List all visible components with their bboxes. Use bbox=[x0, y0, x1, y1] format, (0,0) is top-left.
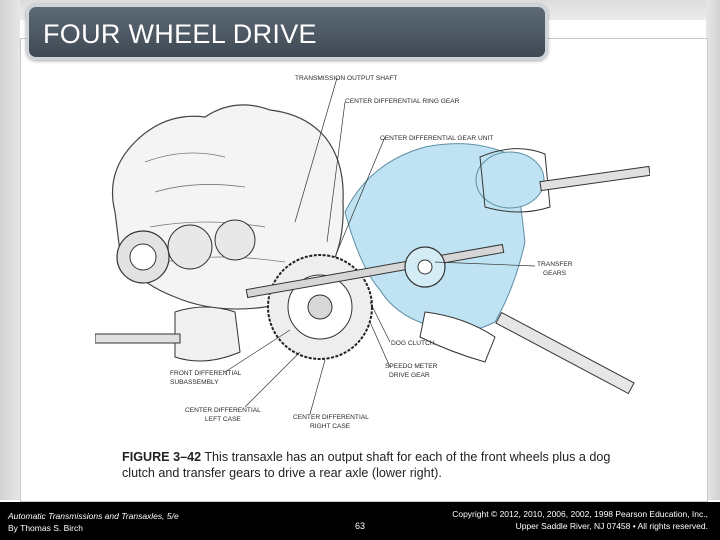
label-gears: GEARS bbox=[543, 270, 567, 277]
callout-leaders bbox=[224, 77, 536, 415]
label-front-diff-2: SUBASSEMBLY bbox=[170, 379, 219, 386]
footer-book-title: Automatic Transmissions and Transaxles, … bbox=[8, 511, 179, 521]
gear-c bbox=[214, 219, 256, 261]
label-center-left-2: LEFT CASE bbox=[205, 416, 241, 423]
footer-copyright-line2: Upper Saddle River, NJ 07458 • All right… bbox=[515, 521, 708, 531]
footer-author: By Thomas S. Birch bbox=[8, 523, 83, 533]
footer-book-info: Automatic Transmissions and Transaxles, … bbox=[8, 510, 179, 534]
label-center-left-1: CENTER DIFFERENTIAL bbox=[185, 407, 261, 414]
label-transmission-output-shaft: TRANSMISSION OUTPUT SHAFT bbox=[295, 75, 397, 82]
right-axle-shaft bbox=[539, 165, 650, 192]
figure-caption-text: This transaxle has an output shaft for e… bbox=[122, 450, 611, 480]
footer-copyright: Copyright © 2012, 2010, 2006, 2002, 1998… bbox=[452, 508, 708, 532]
label-center-diff-gear-unit: CENTER DIFFERENTIAL GEAR UNIT bbox=[380, 135, 493, 142]
left-gear-hub bbox=[129, 243, 157, 271]
rear-axle-drive-shaft bbox=[495, 311, 635, 395]
title-bar: FOUR WHEEL DRIVE bbox=[26, 4, 548, 60]
label-center-right-1: CENTER DIFFERENTIAL bbox=[293, 414, 369, 421]
figure-caption: FIGURE 3–42 This transaxle has an output… bbox=[122, 449, 622, 481]
left-axle-shaft bbox=[95, 333, 181, 344]
transaxle-illustration: TRANSMISSION OUTPUT SHAFT CENTER DIFFERE… bbox=[95, 75, 650, 430]
label-center-diff-ring-gear: CENTER DIFFERENTIAL RING GEAR bbox=[345, 98, 460, 105]
slide-frame-right bbox=[706, 0, 720, 500]
label-front-diff-1: FRONT DIFFERENTIAL bbox=[170, 370, 242, 377]
page-number: 63 bbox=[355, 521, 366, 531]
slide-frame-left bbox=[0, 0, 20, 500]
gear-b bbox=[167, 224, 213, 270]
transfer-gear-hub bbox=[417, 259, 433, 275]
label-speedometer-2: DRIVE GEAR bbox=[389, 372, 430, 379]
label-transfer: TRANSFER bbox=[537, 261, 573, 268]
label-center-right-2: RIGHT CASE bbox=[310, 423, 351, 430]
case-ribs bbox=[144, 152, 286, 263]
ring-gear-hub bbox=[307, 294, 333, 320]
label-speedometer-1: SPEEDO METER bbox=[385, 363, 438, 370]
figure-number: FIGURE 3–42 bbox=[122, 450, 202, 464]
right-boot-highlight bbox=[475, 151, 545, 209]
rear-output-boot bbox=[419, 311, 496, 363]
left-cv-boot bbox=[174, 306, 241, 362]
slide-footer: Automatic Transmissions and Transaxles, … bbox=[0, 502, 720, 540]
label-dog-clutch: DOG CLUTCH bbox=[391, 340, 435, 347]
slide-title: FOUR WHEEL DRIVE bbox=[43, 19, 317, 49]
footer-copyright-line1: Copyright © 2012, 2010, 2006, 2002, 1998… bbox=[452, 509, 708, 519]
transmission-case bbox=[111, 104, 344, 310]
right-cv-boot bbox=[479, 148, 551, 213]
